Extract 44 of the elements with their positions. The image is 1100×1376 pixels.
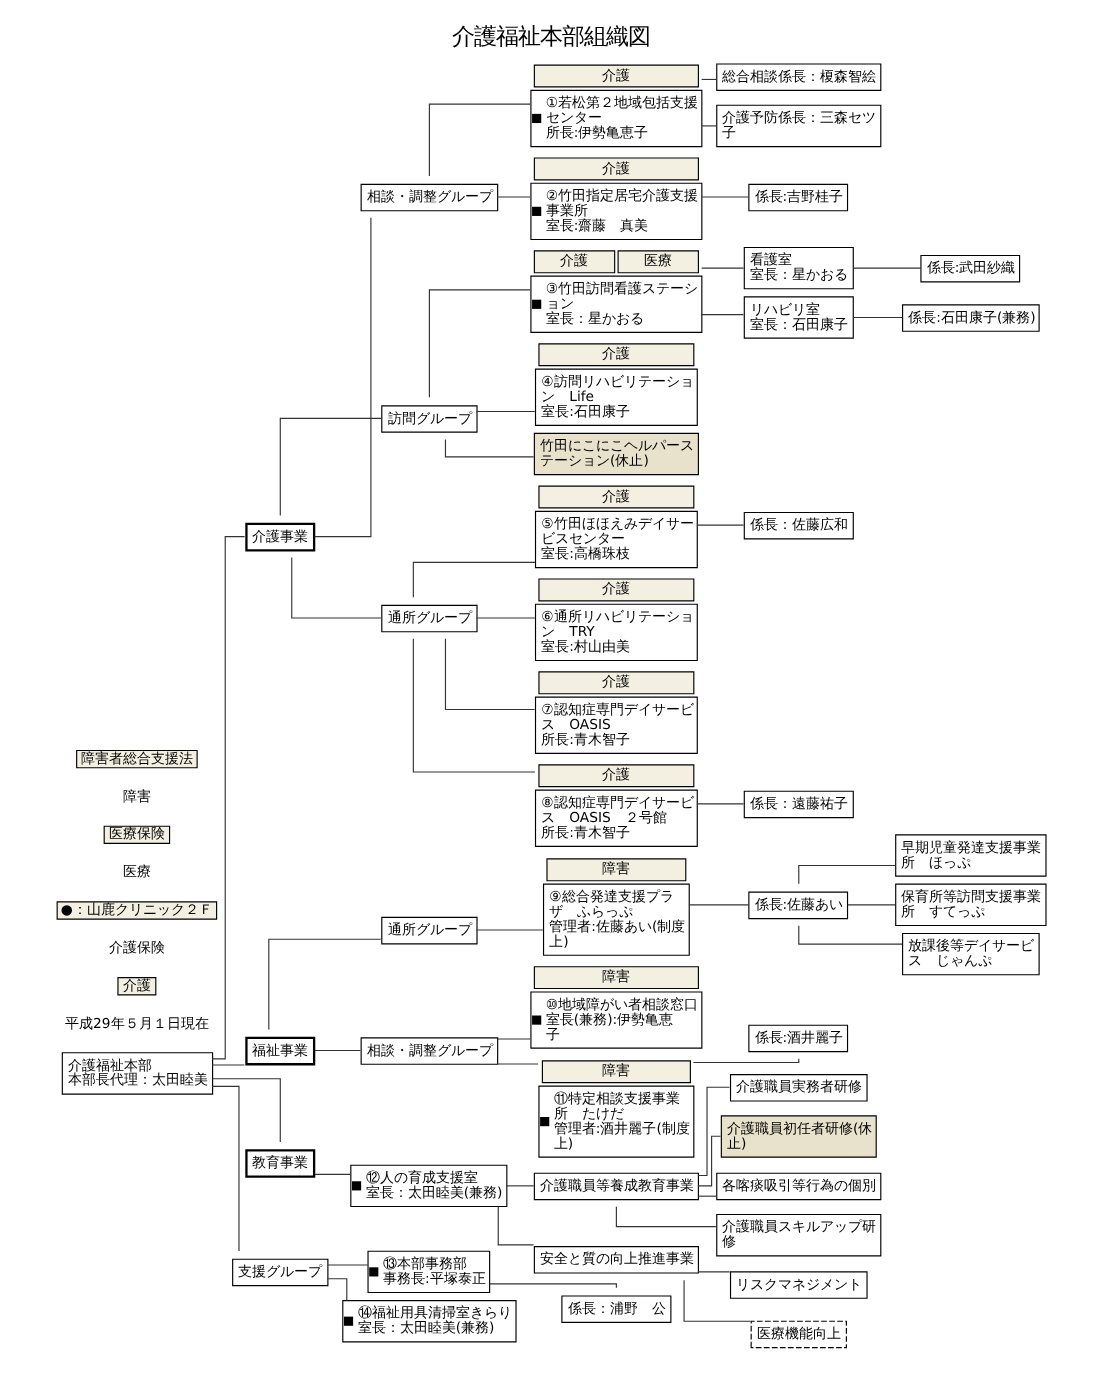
connector	[700, 314, 744, 316]
connector	[267, 938, 381, 1031]
connector	[313, 1049, 360, 1052]
connector	[278, 417, 381, 517]
connector	[700, 267, 744, 269]
connector	[696, 1135, 721, 1187]
connector	[687, 904, 749, 906]
connector	[495, 196, 530, 198]
connector	[210, 1078, 280, 1143]
connector	[474, 929, 543, 931]
connector	[846, 904, 895, 906]
connector	[443, 438, 534, 458]
connector	[210, 1085, 239, 1252]
connector	[505, 1185, 534, 1187]
connector	[313, 217, 371, 538]
connector	[495, 1063, 538, 1065]
connector	[443, 638, 535, 711]
connector	[290, 556, 381, 619]
connector	[797, 864, 895, 885]
connector	[325, 1278, 347, 1302]
connector	[696, 1271, 730, 1273]
connector	[411, 561, 535, 598]
connector	[474, 617, 535, 619]
connector	[682, 1279, 751, 1322]
connector	[696, 1086, 730, 1177]
connector	[210, 1064, 244, 1066]
connector	[700, 196, 749, 198]
connector	[700, 125, 716, 127]
connector	[695, 803, 744, 805]
connector	[696, 1195, 716, 1197]
connector	[851, 267, 921, 269]
connector	[210, 536, 245, 1060]
connector	[427, 289, 530, 398]
connector	[474, 410, 535, 413]
connector	[851, 316, 902, 319]
connector	[695, 524, 744, 526]
connector	[496, 1205, 534, 1246]
connector	[411, 638, 535, 773]
connector	[797, 925, 902, 945]
diagram-title: 介護福祉本部組織図	[451, 22, 649, 51]
connector	[427, 103, 530, 177]
connector	[326, 1264, 368, 1266]
connector	[313, 1173, 351, 1175]
connector	[495, 1038, 530, 1040]
